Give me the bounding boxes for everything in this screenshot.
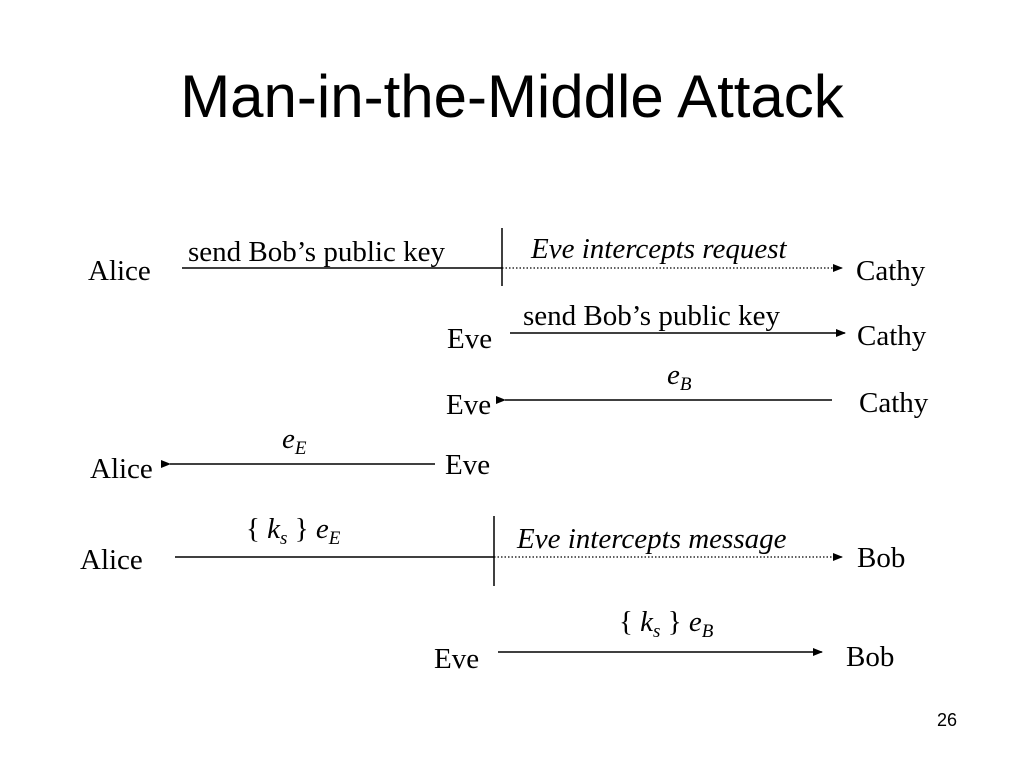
r3-sender-cathy: Cathy — [859, 387, 929, 419]
r6-public-key: e — [688, 606, 702, 638]
r3-key-base: e — [667, 359, 680, 391]
r5-public-key: e — [315, 513, 329, 545]
r5-receiver-bob: Bob — [857, 542, 906, 574]
r6-brace-open: { — [619, 606, 633, 638]
r3-key-label: eB — [667, 359, 691, 395]
r5-brace-open: { — [246, 513, 260, 545]
r6-session-key-subscript: s — [653, 621, 661, 642]
r4-key-subscript: E — [294, 438, 307, 459]
r2-message-label: send Bob’s public key — [523, 300, 780, 332]
r1-receiver-cathy: Cathy — [856, 255, 926, 287]
r1-sender-alice: Alice — [88, 255, 151, 287]
r4-receiver-alice: Alice — [90, 453, 153, 485]
r6-public-key-subscript: B — [701, 621, 714, 642]
r4-key-label: eE — [282, 423, 306, 459]
r1-intercept-label: Eve intercepts request — [531, 233, 787, 265]
r2-sender-eve: Eve — [447, 323, 493, 355]
r5-sender-alice: Alice — [80, 544, 143, 576]
r6-brace-close: } — [667, 606, 682, 638]
r5-session-key: k — [267, 513, 281, 545]
slide-title: Man-in-the-Middle Attack — [180, 63, 844, 130]
r4-sender-eve: Eve — [445, 449, 491, 481]
r5-intercept-label: Eve intercepts message — [517, 523, 787, 555]
r3-receiver-eve: Eve — [446, 389, 492, 421]
r5-public-key-subscript: E — [328, 528, 341, 549]
r3-key-subscript: B — [679, 374, 692, 395]
r5-message-label: { ks } eE — [246, 513, 340, 549]
r1-message-label: send Bob’s public key — [188, 236, 445, 268]
r6-session-key: k — [640, 606, 654, 638]
r4-key-base: e — [282, 423, 295, 455]
r2-receiver-cathy: Cathy — [857, 320, 927, 352]
r6-sender-eve: Eve — [434, 643, 480, 675]
r5-brace-close: } — [294, 513, 309, 545]
page-number: 26 — [937, 710, 958, 730]
r6-receiver-bob: Bob — [846, 641, 895, 673]
r6-message-label: { ks } eB — [619, 606, 713, 642]
r5-session-key-subscript: s — [280, 528, 288, 549]
